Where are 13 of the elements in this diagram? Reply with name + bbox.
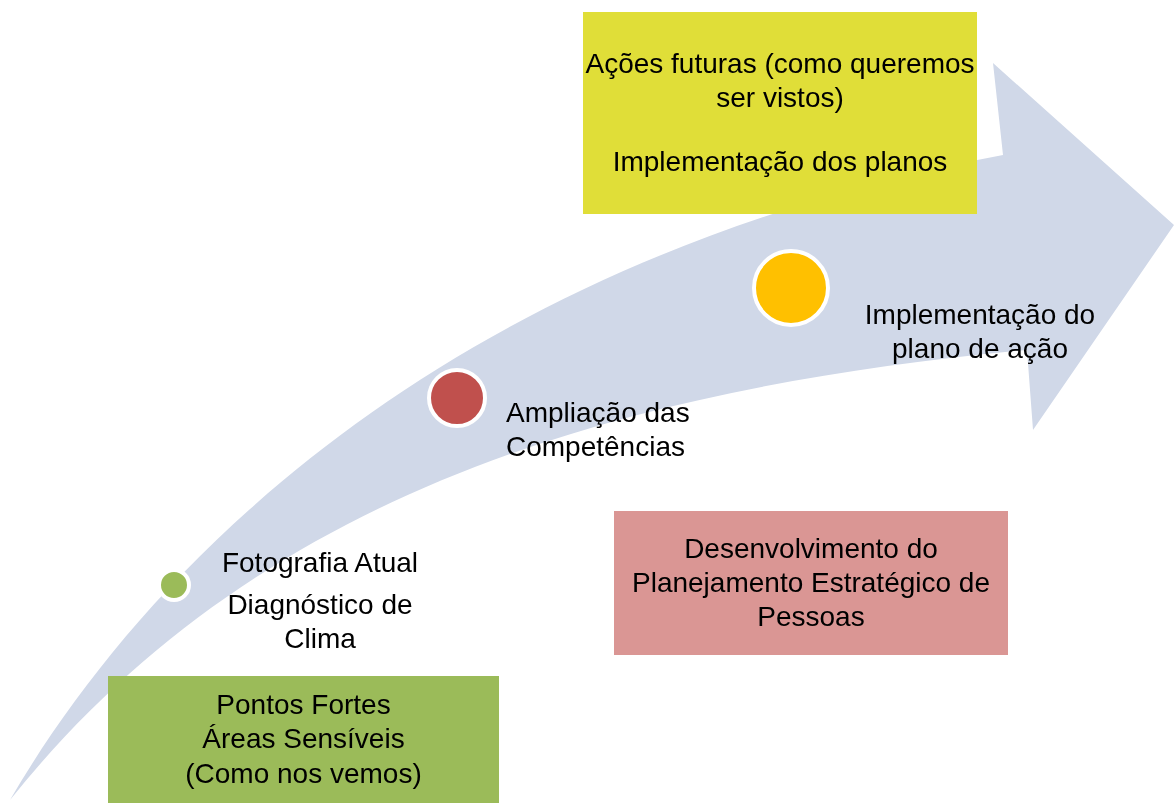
box-text: Áreas Sensíveis bbox=[202, 722, 405, 757]
box-text: Implementação dos planos bbox=[612, 145, 948, 180]
box-text: Desenvolvimento do Planejamento Estratégico de Pessoas bbox=[631, 531, 991, 635]
step-label: Implementação do plano de ação bbox=[863, 298, 1097, 367]
text-box bbox=[614, 511, 1008, 655]
text-box bbox=[583, 12, 977, 214]
step-label: Fotografia Atual bbox=[220, 546, 420, 580]
step-label: Ampliação das Competências bbox=[506, 396, 691, 465]
step-label: Diagnóstico de Clima bbox=[226, 588, 414, 657]
box-text: (Como nos vemos) bbox=[185, 756, 422, 791]
text-box bbox=[108, 676, 499, 803]
box-text: Ações futuras (como queremos ser vistos) bbox=[584, 46, 976, 115]
box-text: Pontos Fortes bbox=[216, 688, 391, 723]
